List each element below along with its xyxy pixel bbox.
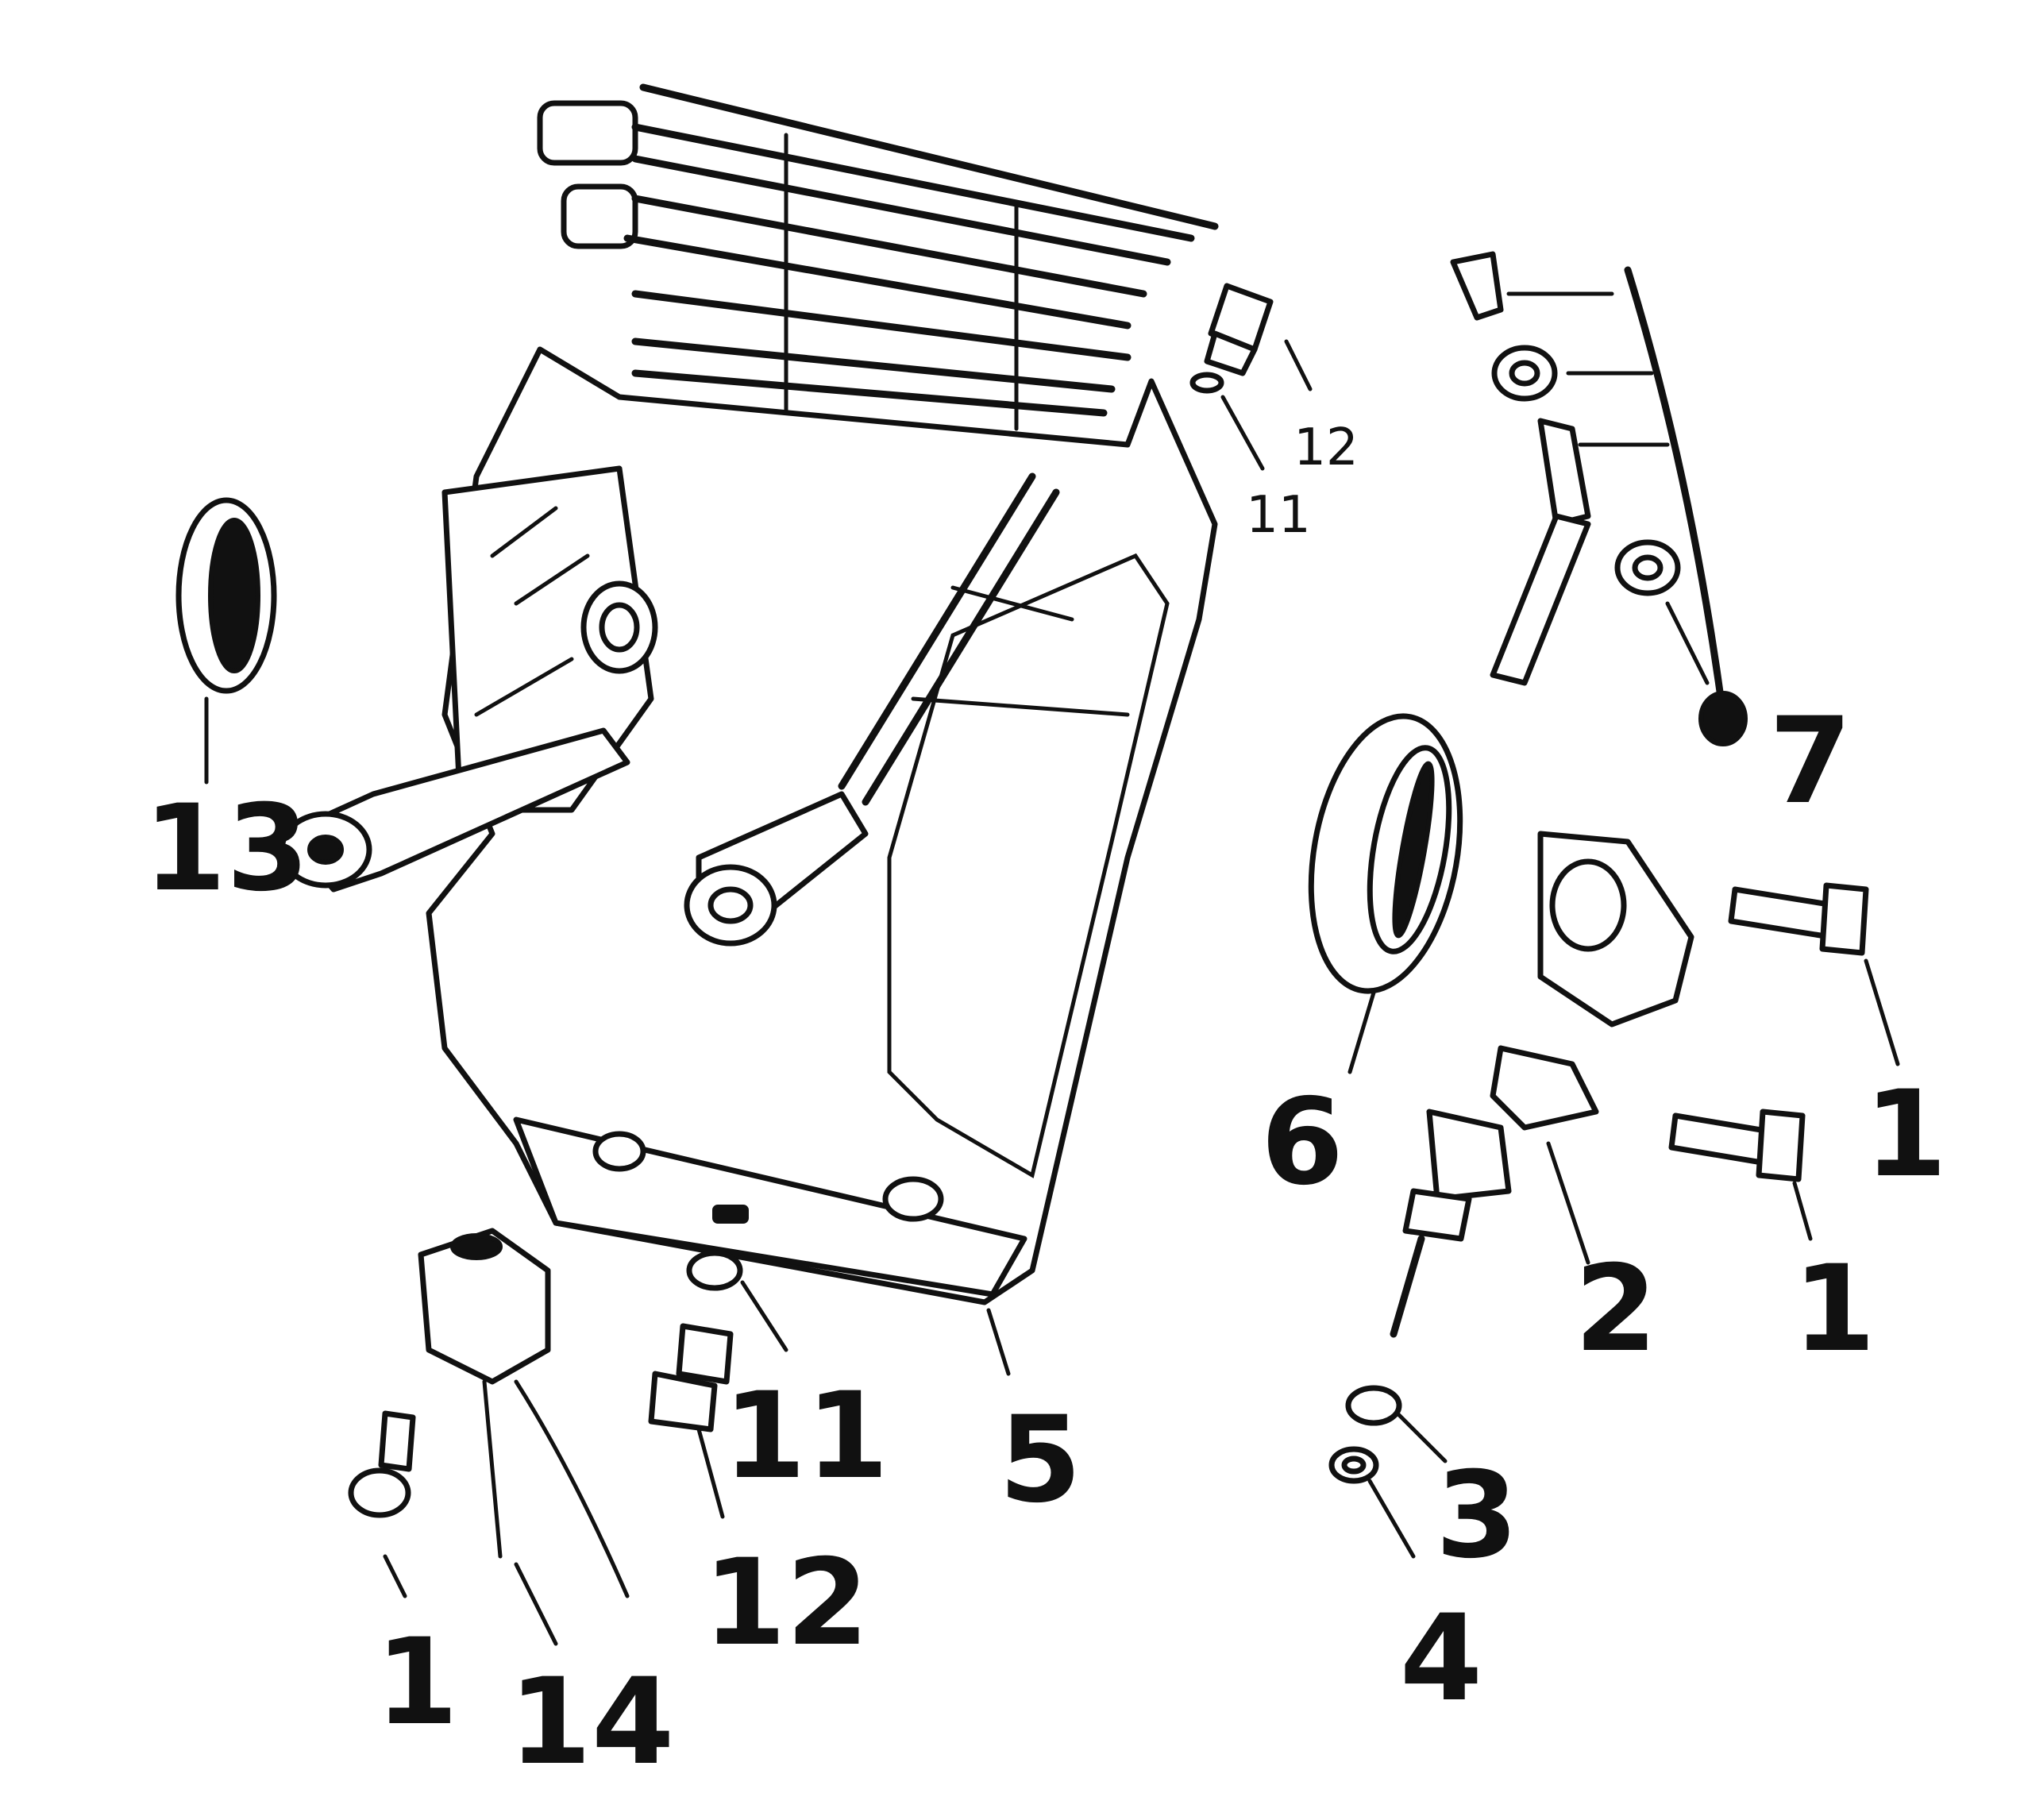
part-4-nut: [1328, 1446, 1379, 1484]
callout-2: 2: [1575, 1240, 1657, 1378]
callout-1-lower: 1: [1793, 1240, 1876, 1378]
callout-11-bottom: 11: [723, 1367, 889, 1506]
part-12-drain-plug: [648, 1323, 734, 1432]
callout-1-bottom: 1: [376, 1614, 458, 1752]
callout-1-upper: 1: [1864, 1066, 1947, 1204]
crankcase-base: [513, 1116, 1027, 1298]
callout-7: 7: [1769, 692, 1852, 831]
callout-6: 6: [1261, 1074, 1344, 1212]
cylinder-fins: [537, 83, 1219, 431]
part-11-washer-top: [1189, 372, 1224, 394]
callout-5: 5: [999, 1391, 1081, 1529]
part-1-bolt-upper: [1728, 882, 1869, 956]
part-11-washer-bottom: [686, 1250, 743, 1291]
part-6-oil-seal: [1308, 713, 1463, 994]
part-14-oil-sensor: [418, 1228, 630, 1598]
part-12-fitting-top: [1204, 283, 1274, 376]
callout-12-top: 12: [1293, 418, 1358, 477]
callout-13: 13: [144, 780, 310, 918]
part-3-washer: [1345, 1385, 1402, 1426]
part-1-bolt-bottom: [348, 1410, 416, 1518]
part-1-bolt-lower: [1668, 1109, 1806, 1182]
callout-14: 14: [509, 1653, 675, 1791]
crankcase-block: [279, 83, 1219, 1305]
leader-lines: [204, 291, 1900, 1646]
callout-labels: 13 12 11 7 6 1 1 2 5 11 3 4 12 1 14: [144, 418, 1948, 1791]
part-2-governor-assembly: [1390, 831, 1694, 1338]
part-7-dipstick-assembly: [1450, 251, 1748, 746]
callout-11-top: 11: [1246, 486, 1310, 545]
callout-12-bottom: 12: [704, 1534, 869, 1672]
callout-3: 3: [1436, 1447, 1518, 1585]
part-13-seal: [175, 497, 277, 694]
callout-4: 4: [1400, 1590, 1482, 1728]
